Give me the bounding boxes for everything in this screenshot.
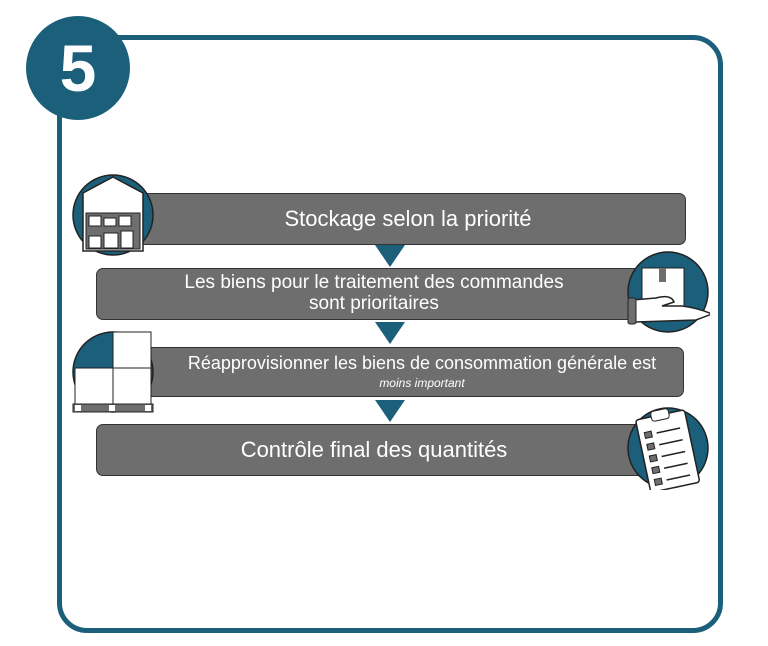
step-bar-4: Contrôle final des quantités bbox=[96, 424, 652, 476]
step-2-text: Les biens pour le traitement des command… bbox=[184, 272, 564, 294]
arrow-down-icon bbox=[375, 400, 405, 422]
step-3-text: Réapprovisionner les biens de consommati… bbox=[187, 353, 657, 373]
clipboard-checklist-icon bbox=[627, 407, 709, 490]
step-number-badge: 5 bbox=[26, 16, 130, 120]
step-bar-2: Les biens pour le traitement des command… bbox=[96, 268, 652, 320]
step-4-text: Contrôle final des quantités bbox=[240, 436, 508, 462]
step-frame bbox=[57, 35, 723, 633]
step-2-text-line2: sont prioritaires bbox=[309, 293, 439, 314]
step-bar-1: Stockage selon la priorité bbox=[130, 193, 686, 245]
arrow-down-icon bbox=[375, 245, 405, 267]
step-bar-3: Réapprovisionner les biens de consommati… bbox=[130, 347, 684, 397]
arrow-down-icon bbox=[375, 322, 405, 344]
hand-package-icon bbox=[627, 251, 710, 333]
step-1-text: Stockage selon la priorité bbox=[284, 205, 532, 231]
pallet-boxes-icon bbox=[72, 331, 154, 413]
warehouse-icon bbox=[72, 174, 154, 256]
step-3-text-line2: moins important bbox=[379, 375, 465, 390]
